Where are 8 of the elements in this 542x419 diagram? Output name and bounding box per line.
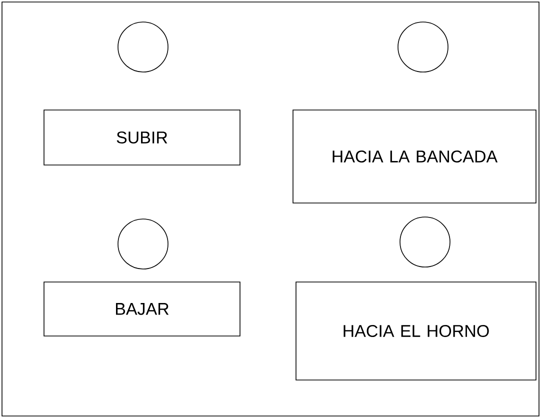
- label-box: BAJAR: [44, 282, 240, 336]
- circle: [398, 22, 448, 72]
- label-box: SUBIR: [44, 110, 240, 166]
- circle: [118, 22, 168, 72]
- circle: [118, 218, 168, 270]
- circle: [400, 216, 450, 268]
- label-box: HACIA EL HORNO: [296, 282, 536, 380]
- label-box: HACIA LA BANCADA: [292, 110, 536, 204]
